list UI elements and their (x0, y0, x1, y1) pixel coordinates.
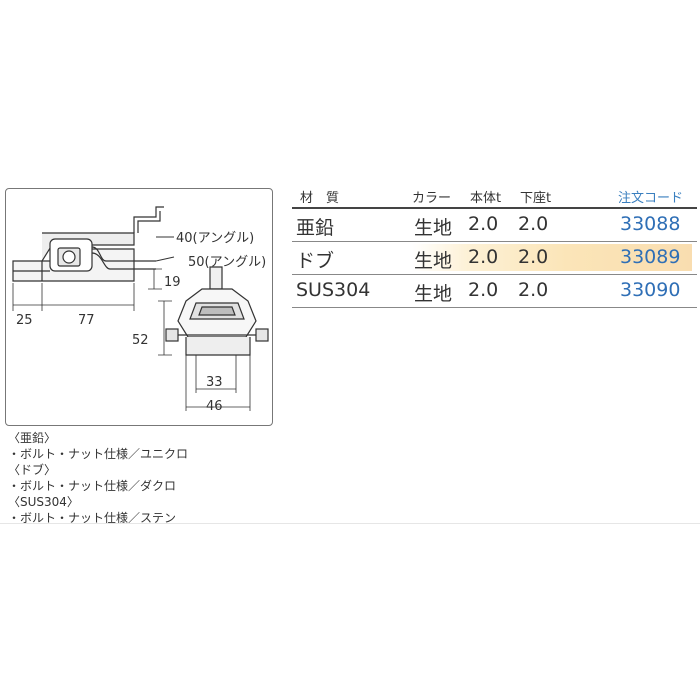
cell-color: 生地 (414, 283, 453, 305)
note-line: ・ボルト・ナット仕様／ユニクロ (8, 447, 189, 461)
cell-color: 生地 (414, 250, 453, 272)
spec-table: 材 質 カラー 本体t 下座t 注文コード 亜鉛 生地 2.0 2.0 3308… (292, 183, 697, 308)
page-divider (0, 523, 700, 524)
table-row: SUS304 生地 2.0 2.0 33090 (292, 275, 697, 308)
dimension-19: 19 (164, 275, 181, 290)
spec-notes: 〈亜鉛〉 ・ボルト・ナット仕様／ユニクロ 〈ドブ〉 ・ボルト・ナット仕様／ダクロ… (8, 430, 278, 526)
cell-material: SUS304 (296, 279, 371, 301)
table-row: ドブ 生地 2.0 2.0 33089 (292, 242, 697, 275)
header-color: カラー (412, 191, 452, 206)
cell-body-thickness: 2.0 (468, 213, 499, 235)
note-line: ・ボルト・ナット仕様／ステン (8, 511, 177, 525)
cell-order-code: 33089 (620, 246, 681, 268)
note-line: 〈SUS304〉 (8, 495, 79, 509)
header-order-code: 注文コード (618, 191, 684, 206)
header-base-thickness: 下座t (520, 191, 552, 206)
cell-base-thickness: 2.0 (518, 246, 549, 268)
dimension-angle-50: 50(アングル) (188, 255, 267, 270)
header-material: 材 質 (300, 191, 340, 206)
dimension-angle-40: 40(アングル) (176, 231, 255, 246)
cell-body-thickness: 2.0 (468, 246, 499, 268)
note-line: ・ボルト・ナット仕様／ダクロ (8, 479, 177, 493)
dimension-46: 46 (206, 399, 223, 414)
dimension-52: 52 (132, 333, 149, 348)
cell-material: 亜鉛 (296, 217, 335, 239)
dimension-33: 33 (206, 375, 223, 390)
dimension-25: 25 (16, 313, 33, 328)
dimension-77: 77 (78, 313, 95, 328)
clamp-drawing (12, 206, 269, 411)
cell-material: ドブ (296, 250, 335, 272)
header-divider (292, 207, 697, 209)
spec-table-header: 材 質 カラー 本体t 下座t 注文コード (292, 183, 697, 207)
cell-order-code: 33090 (620, 279, 681, 301)
note-line: 〈亜鉛〉 (8, 431, 57, 445)
row-highlight (412, 244, 692, 271)
cell-base-thickness: 2.0 (518, 279, 549, 301)
cell-base-thickness: 2.0 (518, 213, 549, 235)
product-drawing-panel: 40(アングル) 50(アングル) 19 25 77 52 33 46 (5, 188, 273, 426)
header-body-thickness: 本体t (470, 191, 502, 206)
cell-color: 生地 (414, 217, 453, 239)
note-line: 〈ドブ〉 (8, 463, 57, 477)
cell-order-code: 33088 (620, 213, 681, 235)
table-row: 亜鉛 生地 2.0 2.0 33088 (292, 209, 697, 242)
cell-body-thickness: 2.0 (468, 279, 499, 301)
